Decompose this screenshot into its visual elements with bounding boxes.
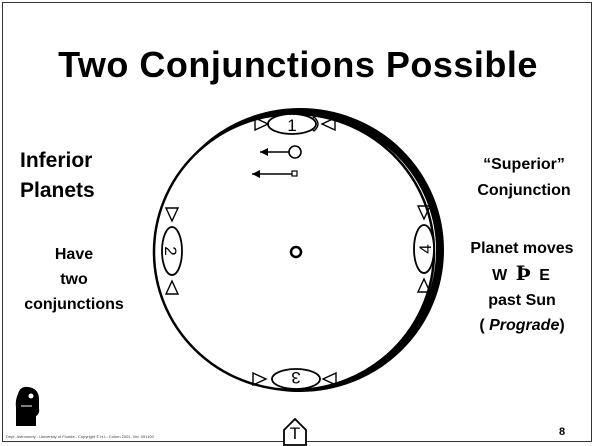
planet-position-3: [252, 368, 337, 390]
position-4-label: 4: [416, 244, 435, 253]
note-line3: conjunctions: [24, 296, 124, 313]
moves-line1: Planet moves: [470, 240, 574, 257]
planet-motion-note: Planet moves W Þ E past Sun ( Prograde): [452, 236, 592, 338]
prograde-word: Prograde: [489, 317, 560, 334]
prograde-close: ): [559, 317, 565, 334]
inferior-label-line1: Inferior: [20, 149, 93, 172]
planet-position-1: [254, 113, 336, 135]
note-line2: two: [60, 271, 88, 288]
inferior-planets-label: Inferior Planets: [20, 146, 130, 206]
direction-west: W: [492, 267, 510, 284]
direction-east: E: [539, 267, 552, 284]
two-conjunctions-note: Have two conjunctions: [14, 242, 134, 317]
slide-title: Two Conjunctions Possible: [58, 44, 538, 85]
home-icon[interactable]: [282, 418, 308, 446]
superior-label-line2: Conjunction: [477, 182, 571, 199]
position-1-label: 1: [287, 116, 296, 135]
planet-position-2: [161, 207, 183, 295]
position-2-label: 2: [161, 246, 180, 255]
planet-position-4: [413, 205, 435, 293]
inferior-label-line2: Planets: [20, 179, 95, 202]
moves-direction: W Þ E: [452, 261, 592, 288]
superior-conjunction-label: “Superior” Conjunction: [456, 152, 592, 204]
note-line1: Have: [54, 246, 94, 263]
direction-arrow-glyph: Þ: [515, 261, 533, 285]
arrow-left-icon: [260, 145, 302, 159]
copyright-footer: Dept. Astronomy - University of Florida …: [6, 434, 154, 439]
superior-label-line1: “Superior”: [483, 156, 565, 173]
home-button-label[interactable]: T: [289, 424, 301, 443]
page-number: 8: [559, 426, 566, 438]
prograde-line: ( Prograde): [452, 313, 592, 338]
position-3-label: 3: [291, 368, 300, 387]
sun-icon: [289, 245, 303, 259]
logo-icon: [15, 386, 40, 426]
arrow-left-icon: [252, 170, 298, 178]
prograde-open: (: [479, 317, 490, 334]
moves-line3: past Sun: [488, 292, 556, 309]
